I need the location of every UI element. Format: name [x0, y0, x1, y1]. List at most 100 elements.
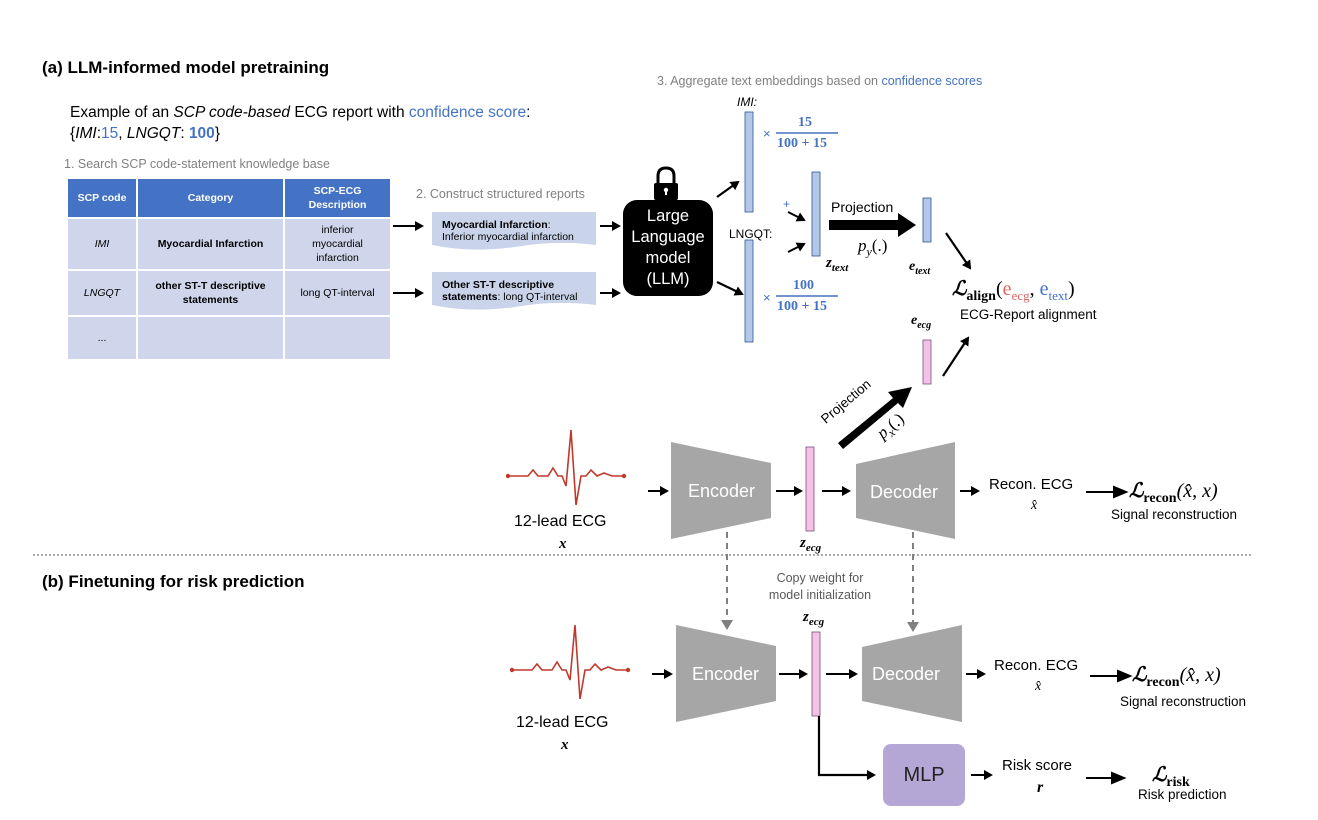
frac2-num: 100	[793, 278, 814, 293]
projection-arrow-ecg	[838, 387, 912, 449]
lngqt-sep: :	[180, 125, 189, 142]
arrow-etext-to-align	[945, 232, 972, 270]
align-comma: ,	[1029, 278, 1040, 300]
part-b-title: (b) Finetuning for risk prediction	[42, 572, 305, 591]
risk-score-label: Risk score	[1002, 757, 1073, 774]
decoder-b-shape	[862, 625, 962, 722]
table-cell: Myocardial Infarction	[136, 217, 285, 271]
recon-loss-b: ℒrecon(x̂, x)	[1132, 662, 1221, 691]
e-text-label: etext	[909, 259, 930, 277]
z-ecg-label-b: zecg	[803, 609, 824, 628]
arrow-recon-to-loss-a	[1086, 485, 1129, 499]
e-text-main: e	[909, 259, 916, 274]
example-italic: SCP code-based	[173, 104, 291, 121]
arrow-zecg-to-mlp	[817, 716, 876, 780]
z-ecg-sub: ecg	[805, 542, 822, 554]
part-a-title: (a) LLM-informed model pretraining	[42, 58, 330, 77]
z-text-label: ztext	[826, 255, 848, 274]
recon-L: ℒ	[1132, 664, 1147, 686]
example-colon: :	[526, 104, 531, 121]
encoder-b-label: Encoder	[692, 664, 760, 684]
example-line1: Example of an SCP code-based ECG report …	[70, 104, 530, 122]
e-ecg-sub: ecg	[917, 319, 932, 331]
code-imi: IMI	[75, 125, 97, 142]
code-lngqt: LNGQT	[126, 125, 181, 142]
frac1-den: 100 + 15	[777, 136, 827, 151]
scp-table: SCP code Category SCP-ECG Description IM…	[66, 177, 392, 361]
decoder-b-label: Decoder	[872, 664, 941, 684]
imi-label: IMI:	[737, 95, 757, 109]
lngqt-embedding-bar	[744, 239, 754, 343]
step2-label: 2. Construct structured reports	[416, 187, 585, 201]
encoder-b-shape	[676, 625, 776, 722]
risk-sub: risk	[1166, 775, 1190, 790]
report2-bold: Other ST-T descriptive	[442, 279, 555, 291]
recon-loss-a: ℒrecon(x̂, x)	[1129, 478, 1218, 507]
example-prefix: Example of an	[70, 104, 170, 121]
align-arg2-sub: text	[1048, 288, 1068, 303]
table-cell: inferior myocardial infarction	[283, 217, 392, 271]
z-ecg-bar-a	[805, 446, 815, 532]
frac1-num: 15	[798, 115, 812, 130]
report2-rest: : long QT-interval	[497, 291, 578, 303]
arrow-to-ztext-top	[787, 211, 806, 222]
align-arg1: e	[1002, 278, 1012, 300]
table-cell: other ST-T descriptive statements	[136, 269, 285, 317]
llm-box: Large Language model (LLM)	[623, 200, 713, 296]
arrow-llm-to-imi-bar	[716, 180, 740, 198]
recon-sub: recon	[1146, 675, 1180, 690]
report1-shape	[432, 212, 596, 250]
e-text-sub: text	[915, 265, 931, 277]
table-header: SCP code	[66, 177, 138, 219]
table-cell: long QT-interval	[283, 269, 392, 317]
brace-close: }	[214, 125, 220, 142]
z-ecg-label-a: zecg	[800, 535, 821, 554]
recon-caption-b: Signal reconstruction	[1120, 694, 1247, 709]
recon-L: ℒ	[1129, 480, 1144, 502]
e-text-bar	[922, 197, 932, 243]
align-close: )	[1067, 278, 1075, 300]
encoder-a-label: Encoder	[688, 481, 756, 501]
recon-label-b: Recon. ECG	[994, 657, 1079, 674]
report2-bold2: statements	[442, 291, 498, 303]
lngqt-label: LNGQT:	[729, 227, 773, 241]
z-text-sub: text	[831, 262, 849, 274]
recon-args: (x̂, x)	[1176, 480, 1218, 502]
z-ecg-main: z	[803, 609, 809, 625]
imi-sep: :	[96, 125, 102, 142]
xhat-b: x̂	[1035, 679, 1042, 694]
copy-note: Copy weight for model initialization	[760, 570, 880, 604]
arrow-to-ztext-bottom	[787, 242, 806, 253]
example-blue: confidence score	[408, 104, 527, 121]
recon-label-a: Recon. ECG	[989, 476, 1074, 493]
xhat-a: x̂	[1031, 498, 1038, 513]
copy-note-line: model initialization	[768, 588, 872, 602]
arrow-risk-to-loss	[1086, 771, 1127, 785]
z-ecg-bar-b	[811, 631, 821, 717]
align-open: (	[995, 278, 1003, 300]
arrow-recon-to-loss-b	[1090, 669, 1133, 683]
z-ecg-sub: ecg	[808, 616, 825, 628]
ecg-input-label-b: 12-lead ECG	[516, 714, 609, 731]
risk-caption: Risk prediction	[1138, 787, 1227, 802]
step3-prefix: 3. Aggregate text embeddings based on	[657, 74, 878, 88]
table-cell: LNGQT	[66, 269, 138, 317]
table-cell: IMI	[66, 217, 138, 271]
table-row: LNGQT other ST-T descriptive statements …	[66, 269, 392, 317]
projection-label-text: Projection	[831, 199, 894, 215]
ecg-var-a: x	[559, 536, 567, 552]
report2-shape	[432, 272, 596, 310]
table-cell: ...	[66, 315, 138, 361]
report2-text: Other ST-T descriptive statements: long …	[442, 279, 577, 303]
z-text-main: z	[826, 255, 832, 271]
align-arg1-sub: ecg	[1011, 288, 1030, 303]
brace-open: {	[70, 125, 76, 142]
plus-sign: +	[783, 197, 791, 211]
copy-note-line: Copy weight for	[776, 571, 864, 585]
comma: ,	[118, 125, 127, 142]
align-L: ℒ	[952, 278, 967, 300]
step1-label: 1. Search SCP code-statement knowledge b…	[64, 157, 330, 171]
decoder-a-label: Decoder	[870, 482, 939, 502]
recon-args: (x̂, x)	[1179, 664, 1221, 686]
